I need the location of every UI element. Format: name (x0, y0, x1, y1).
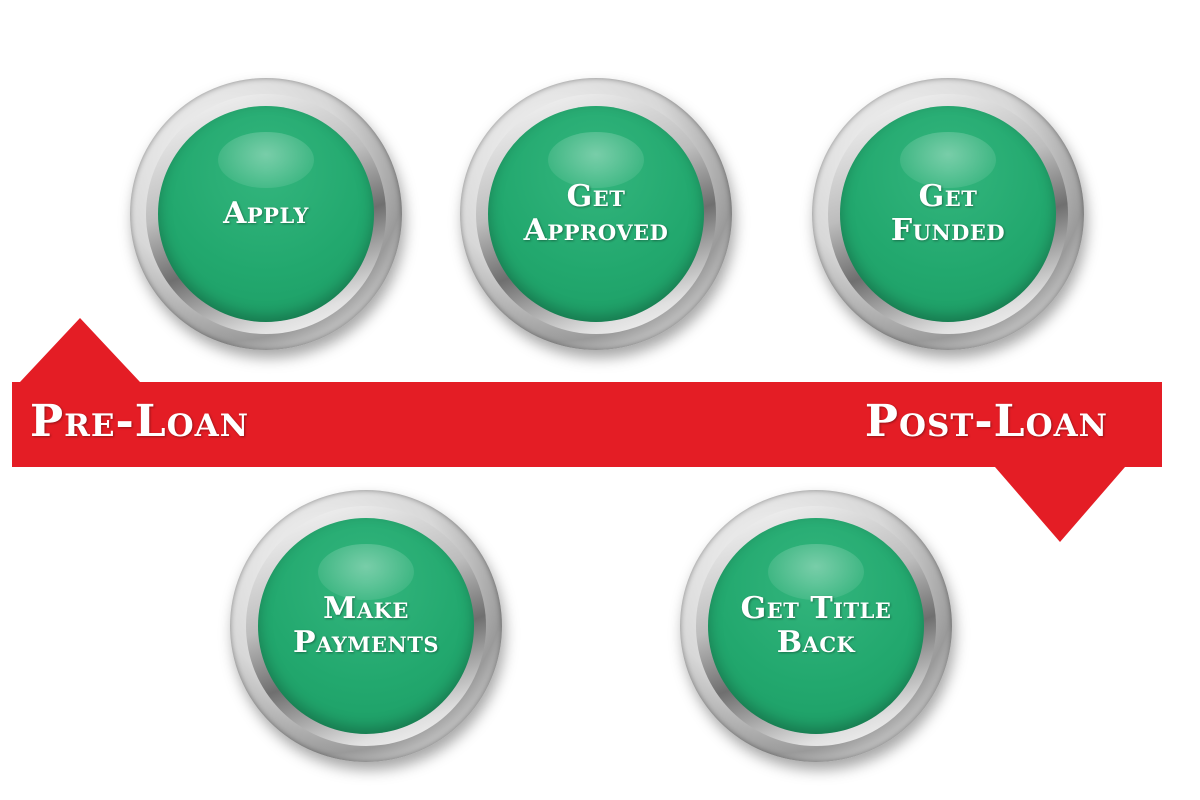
apply-button: Apply (130, 78, 402, 350)
timeline-band (12, 382, 1162, 467)
pre-loan-label: Pre-Loan (30, 396, 250, 447)
post-loan-label: Post-Loan (864, 396, 1108, 447)
make-payments-button: Make Payments (230, 490, 502, 762)
get-funded-button: Get Funded (812, 78, 1084, 350)
up-arrow-icon (20, 318, 140, 382)
get-approved-label: Get Approved (523, 179, 669, 248)
get-title-back-label: Get Title Back (740, 591, 892, 660)
down-arrow-icon (995, 467, 1125, 542)
get-funded-label: Get Funded (890, 179, 1006, 248)
get-title-back-button: Get Title Back (680, 490, 952, 762)
get-approved-button: Get Approved (460, 78, 732, 350)
apply-label: Apply (223, 196, 309, 231)
make-payments-label: Make Payments (292, 591, 440, 660)
